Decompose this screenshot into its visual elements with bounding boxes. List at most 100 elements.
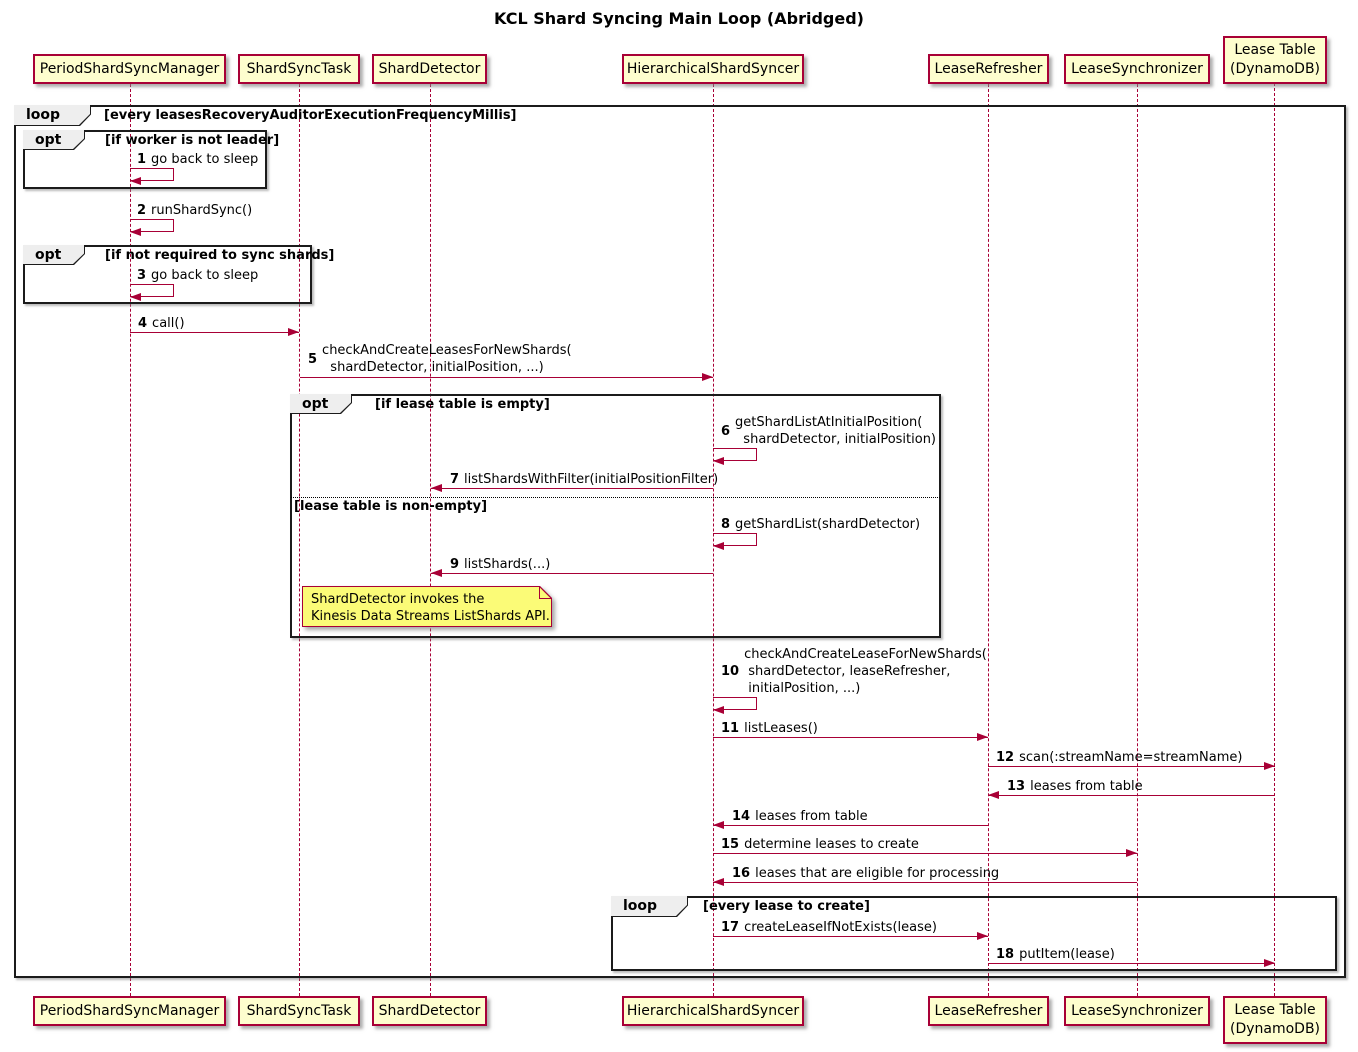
message-text: getShardListAtInitialPosition( shardDete… — [735, 415, 937, 447]
message-text: putItem(lease) — [1019, 947, 1115, 962]
message-6-self-line — [713, 448, 757, 461]
message-number: 6 — [721, 423, 731, 439]
message-14-label: 14 leases from table — [732, 808, 868, 825]
lifeline-lease-table — [1274, 83, 1275, 996]
message-number: 17 — [721, 920, 740, 935]
message-text: checkAndCreateLeaseForNewShards( shardDe… — [744, 647, 987, 696]
message-14-arrowhead — [713, 821, 724, 829]
message-10-self-line — [713, 697, 757, 710]
participant-bottom-lease-table: Lease Table (DynamoDB) — [1223, 996, 1327, 1044]
message-text: getShardList(shardDetector) — [735, 517, 921, 532]
message-17-arrowhead — [977, 932, 988, 940]
message-text: listShardsWithFilter(initialPositionFilt… — [464, 472, 719, 487]
diagram-title: KCL Shard Syncing Main Loop (Abridged) — [494, 9, 864, 28]
frame-operator: loop — [26, 107, 61, 123]
frame-main-loop-label: loop — [14, 105, 91, 126]
frame-opt-not-leader-label: opt — [23, 130, 85, 150]
frame-create-loop-condition: [every lease to create] — [703, 899, 870, 914]
message-text: call() — [152, 316, 185, 331]
message-5-line — [300, 377, 713, 378]
message-12-arrowhead — [1264, 762, 1275, 770]
message-3-label: 3 go back to sleep — [137, 267, 258, 284]
frame-opt-lease-table-condition: [if lease table is empty] — [375, 397, 550, 412]
lifeline-lease-refresher — [988, 84, 989, 996]
message-number: 16 — [732, 866, 751, 881]
message-7-arrowhead — [431, 484, 442, 492]
message-12-line — [988, 766, 1275, 767]
participant-bottom-period-shard-sync-manager: PeriodShardSyncManager — [33, 996, 226, 1026]
frame-pentagon — [290, 394, 352, 414]
message-text: checkAndCreateLeasesForNewShards( shardD… — [322, 343, 572, 375]
message-number: 12 — [996, 750, 1015, 765]
frame-opt-not-required — [23, 245, 312, 304]
note-fold-icon — [539, 586, 552, 599]
participant-bottom-hierarchical-shard-syncer: HierarchicalShardSyncer — [622, 996, 804, 1026]
message-8-arrowhead — [713, 542, 724, 550]
note-box: ShardDetector invokes the Kinesis Data S… — [302, 586, 552, 627]
message-2-arrowhead — [130, 228, 141, 236]
message-number: 15 — [721, 837, 740, 852]
message-text: listLeases() — [744, 721, 818, 736]
lifeline-shard-detector — [430, 84, 431, 996]
frame-opt-not-required-condition: [if not required to sync shards] — [105, 248, 335, 263]
frame-main-loop — [14, 105, 1346, 978]
frame-pentagon — [23, 130, 85, 150]
message-2-self-line — [130, 219, 174, 232]
frame-opt-not-leader — [23, 130, 267, 189]
message-text: determine leases to create — [744, 837, 919, 852]
message-18-line — [988, 963, 1275, 964]
message-text: runShardSync() — [151, 203, 253, 218]
message-text: createLeaseIfNotExists(lease) — [744, 920, 937, 935]
frame-opt-lease-table-label: opt — [290, 394, 352, 414]
frame-pentagon — [611, 896, 688, 917]
message-3-arrowhead — [130, 293, 141, 301]
note-background — [302, 586, 552, 627]
message-text: leases from table — [755, 809, 868, 824]
message-13-label: 13 leases from table — [1007, 778, 1143, 795]
message-4-arrowhead — [288, 328, 299, 336]
message-10-arrowhead — [713, 706, 724, 714]
participant-top-lease-table: Lease Table (DynamoDB) — [1223, 36, 1327, 84]
message-text: leases from table — [1030, 779, 1143, 794]
frame-pentagon — [14, 105, 91, 126]
frame-operator: opt — [302, 396, 329, 412]
frame-main-loop-condition: [every leasesRecoveryAuditorExecutionFre… — [104, 108, 517, 123]
message-number: 3 — [137, 268, 147, 283]
lifeline-shard-sync-task — [299, 84, 300, 996]
message-6-arrowhead — [713, 457, 724, 465]
note-text: ShardDetector invokes the Kinesis Data S… — [311, 592, 550, 624]
message-text: scan(:streamName=streamName) — [1019, 750, 1243, 765]
lifeline-period-shard-sync-manager — [130, 84, 131, 996]
message-15-line — [713, 853, 1137, 854]
participant-bottom-lease-synchronizer: LeaseSynchronizer — [1064, 996, 1210, 1026]
message-number: 13 — [1007, 779, 1026, 794]
frame-opt-not-required-label: opt — [23, 245, 85, 265]
message-17-label: 17 createLeaseIfNotExists(lease) — [721, 919, 937, 936]
message-7-line — [431, 488, 713, 489]
message-8-self-line — [713, 533, 757, 546]
message-11-line — [713, 737, 988, 738]
message-number: 7 — [450, 472, 460, 487]
divider-line — [291, 497, 940, 498]
frame-operator: loop — [623, 898, 658, 914]
message-number: 8 — [721, 517, 731, 532]
message-number: 14 — [732, 809, 751, 824]
message-15-label: 15 determine leases to create — [721, 836, 919, 853]
message-9-arrowhead — [431, 569, 442, 577]
message-number: 18 — [996, 947, 1015, 962]
message-1-arrowhead — [130, 177, 141, 185]
participant-top-hierarchical-shard-syncer: HierarchicalShardSyncer — [622, 54, 804, 84]
frame-opt-lease-table — [290, 394, 941, 638]
message-15-arrowhead — [1126, 849, 1137, 857]
message-number: 11 — [721, 721, 740, 736]
participant-top-period-shard-sync-manager: PeriodShardSyncManager — [33, 54, 226, 84]
message-16-arrowhead — [713, 878, 724, 886]
participant-top-lease-refresher: LeaseRefresher — [928, 54, 1049, 84]
message-14-line — [713, 825, 988, 826]
message-text: go back to sleep — [151, 268, 259, 283]
